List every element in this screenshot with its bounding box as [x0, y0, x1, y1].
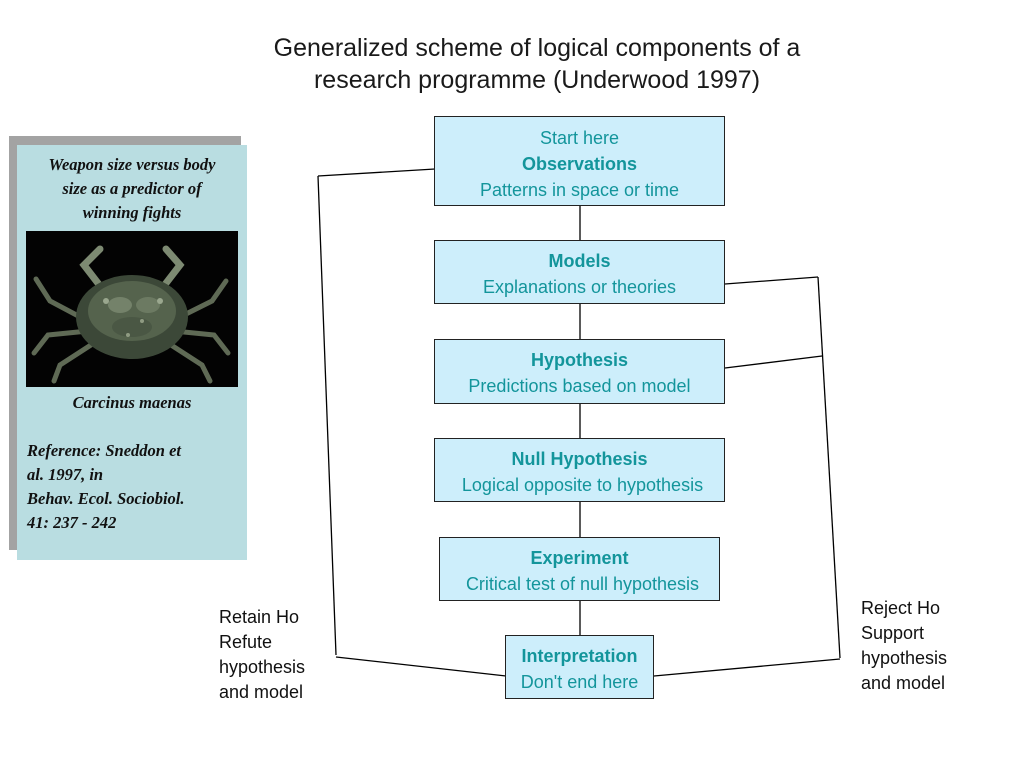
null-hypothesis-heading: Null Hypothesis — [511, 449, 648, 469]
retain-line: hypothesis — [219, 657, 306, 677]
null-hypothesis-subtext: Logical opposite to hypothesis — [461, 475, 704, 495]
caption-line: size as a predictor of — [62, 179, 202, 198]
species-name: Carcinus maenas — [72, 393, 192, 412]
models-box: Models Explanations or theories — [434, 240, 725, 304]
interpretation-subtext: Don't end here — [520, 672, 639, 692]
start-here-label: Start here — [539, 128, 620, 148]
right-loop-vertical — [817, 276, 841, 659]
reject-ho-label: Reject Ho Support hypothesis and model — [861, 596, 947, 696]
retain-line: and model — [219, 682, 304, 702]
retain-line: Refute — [219, 632, 273, 652]
left-loop-vertical — [317, 175, 337, 656]
reference-line: Behav. Ecol. Sociobiol. — [27, 489, 185, 508]
right-loop-models — [724, 276, 819, 285]
reject-line: hypothesis — [861, 648, 948, 668]
caption-line: Weapon size versus body — [48, 155, 216, 174]
experiment-heading: Experiment — [530, 548, 629, 568]
card-caption: Weapon size versus body size as a predic… — [25, 153, 239, 225]
reject-line: Reject Ho — [861, 598, 941, 618]
caption-line: winning fights — [82, 203, 182, 222]
right-loop-bottom — [653, 658, 841, 677]
observations-subtext: Patterns in space or time — [479, 180, 680, 200]
hypothesis-heading: Hypothesis — [530, 350, 629, 370]
retain-line: Retain Ho — [219, 607, 300, 627]
interpretation-box: Interpretation Don't end here — [505, 635, 654, 699]
observations-box: Start here Observations Patterns in spac… — [434, 116, 725, 206]
reject-line: and model — [861, 673, 946, 693]
observations-heading: Observations — [521, 154, 638, 174]
right-loop-hypothesis — [724, 355, 823, 369]
reference-line: Reference: Sneddon et — [27, 441, 181, 460]
title-line-1: Generalized scheme of logical components… — [273, 34, 801, 62]
reference-line: al. 1997, in — [27, 465, 104, 484]
crab-photo — [26, 231, 238, 387]
experiment-subtext: Critical test of null hypothesis — [465, 574, 700, 594]
reference-text: Reference: Sneddon et al. 1997, in Behav… — [27, 439, 227, 535]
null-hypothesis-box: Null Hypothesis Logical opposite to hypo… — [434, 438, 725, 502]
experiment-box: Experiment Critical test of null hypothe… — [439, 537, 720, 601]
hypothesis-box: Hypothesis Predictions based on model — [434, 339, 725, 404]
models-heading: Models — [548, 251, 611, 271]
left-loop-bottom — [335, 656, 507, 677]
reject-line: Support — [861, 623, 925, 643]
hypothesis-subtext: Predictions based on model — [468, 376, 691, 396]
left-loop-top — [317, 168, 436, 177]
models-subtext: Explanations or theories — [482, 277, 677, 297]
interpretation-heading: Interpretation — [521, 646, 638, 666]
info-card: Weapon size versus body size as a predic… — [17, 145, 247, 560]
retain-ho-label: Retain Ho Refute hypothesis and model — [219, 605, 305, 705]
title-line-2: research programme (Underwood 1997) — [313, 66, 761, 94]
reference-line: 41: 237 - 242 — [27, 513, 117, 532]
slide-title: Generalized scheme of logical components… — [200, 32, 874, 96]
